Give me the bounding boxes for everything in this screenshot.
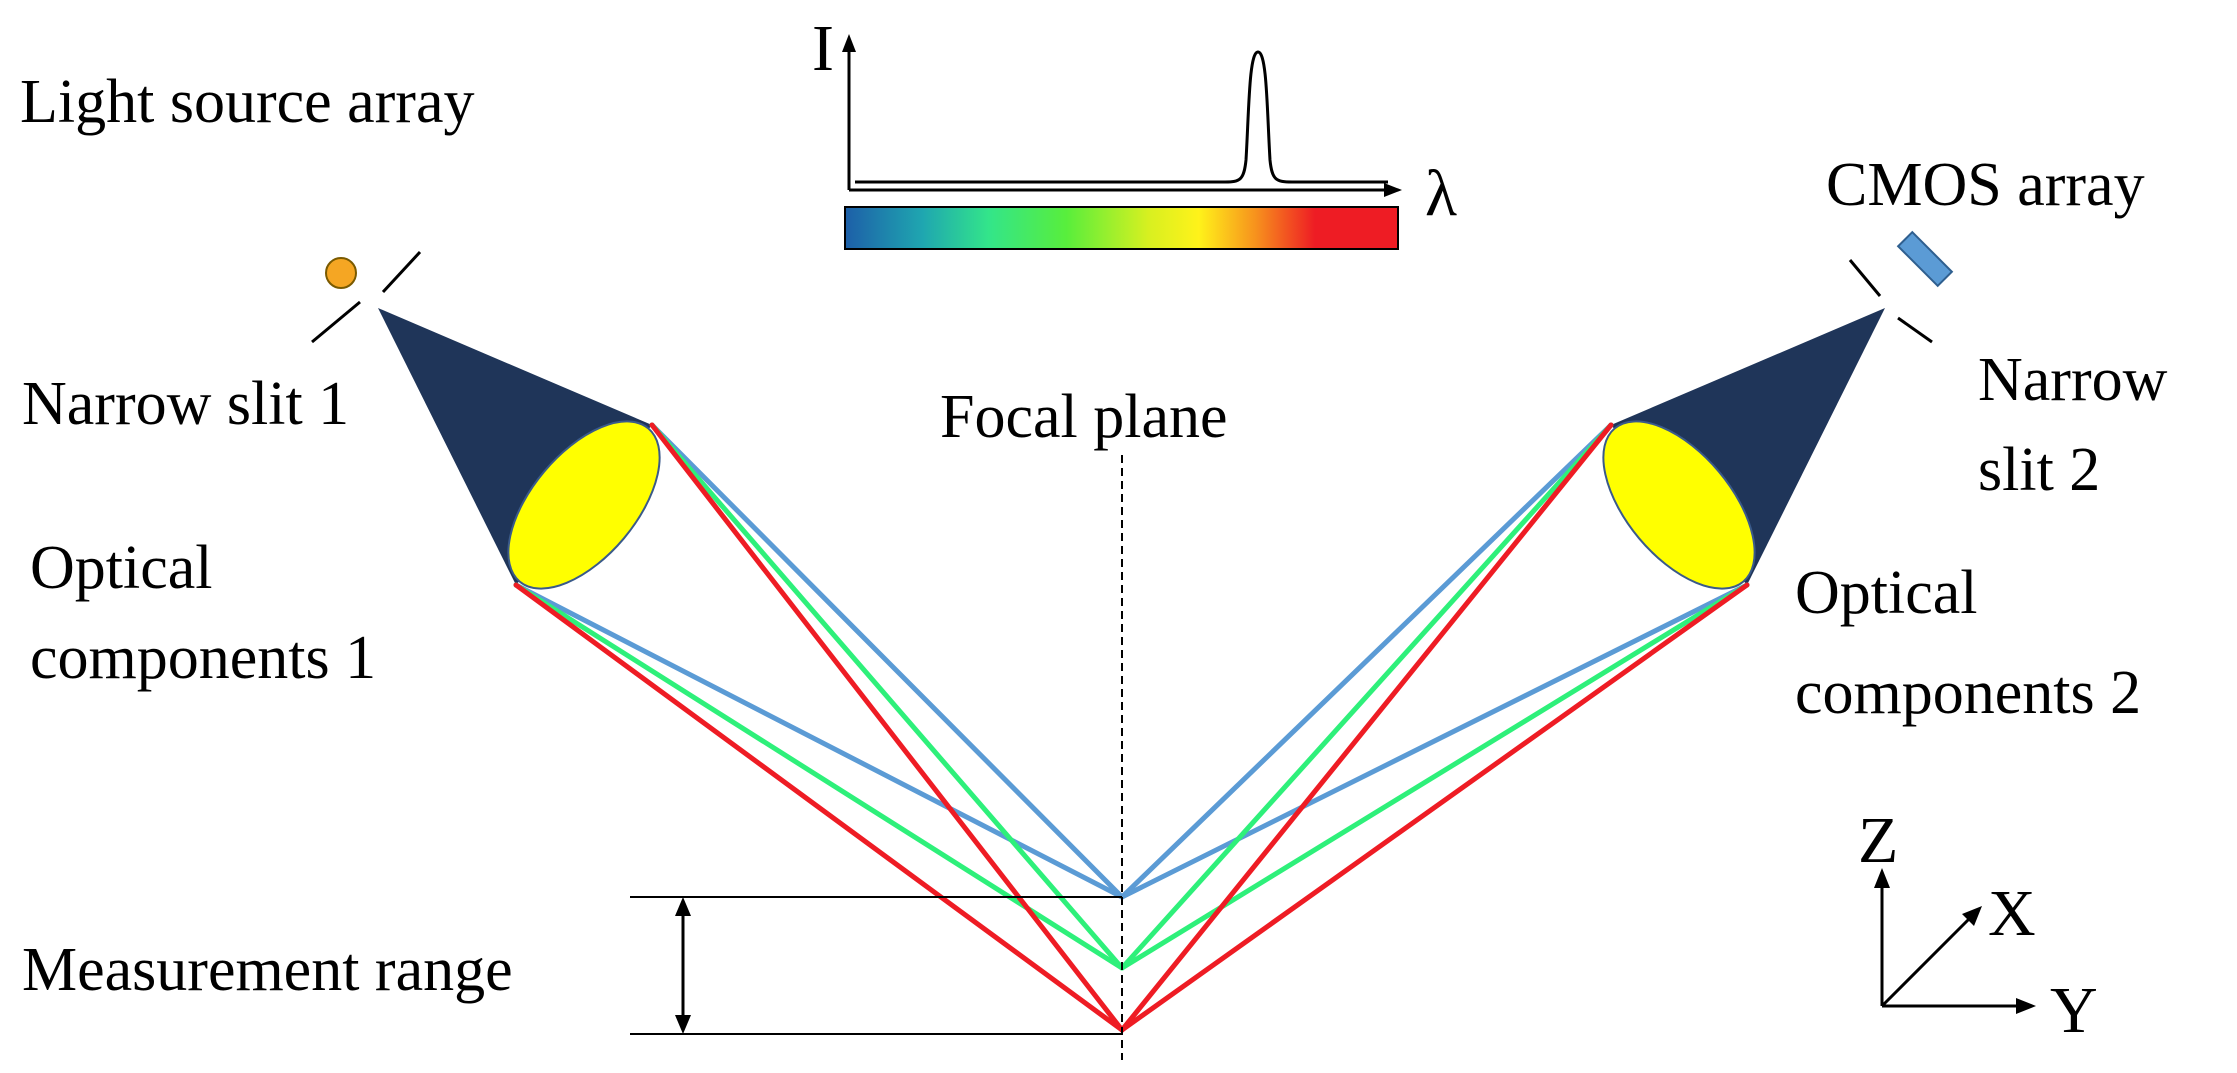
z-axis-arrowhead <box>1874 868 1890 888</box>
narrow-slit-2-label-line1: Narrow <box>1978 346 2168 414</box>
measurement-range-arrowhead-up <box>675 897 691 916</box>
x-axis-line <box>1880 916 1972 1008</box>
spectrum-x-label: λ <box>1425 157 1457 230</box>
ray-blue-left-upper <box>649 422 1125 900</box>
left-lens <box>507 420 661 590</box>
x-axis-arrowhead <box>1962 906 1982 926</box>
light-source-icon <box>325 257 357 289</box>
ray-red-left-upper <box>649 422 1125 1033</box>
narrow-slit-2-label-line2: slit 2 <box>1978 436 2100 504</box>
ray-green-right-upper <box>1119 422 1614 971</box>
z-axis-label: Z <box>1858 804 1898 877</box>
ray-red-right-upper <box>1119 422 1614 1033</box>
optical-components-2-label-line1: Optical <box>1795 559 1978 627</box>
spectrum-inset: I λ <box>812 12 1457 250</box>
spectrum-intensity-curve <box>855 50 1388 184</box>
right-optical-cone <box>1611 308 1885 585</box>
spectrum-y-arrowhead <box>842 34 856 52</box>
narrow-slit-1-upper <box>381 250 422 294</box>
y-axis-arrowhead <box>2016 998 2036 1014</box>
coordinate-axes: Z X Y <box>1858 804 2098 1047</box>
y-axis-label: Y <box>2050 974 2098 1047</box>
optical-components-1-label-line2: components 1 <box>30 624 376 692</box>
ray-green-left-lower <box>513 582 1125 971</box>
narrow-slit-2-upper <box>1848 259 1882 297</box>
ray-blue-right-lower <box>1119 582 1750 900</box>
light-source-array-label: Light source array <box>20 68 474 136</box>
ray-green-left-upper <box>649 422 1125 971</box>
measurement-range-label: Measurement range <box>22 936 513 1004</box>
optical-components-1-label-line1: Optical <box>30 534 213 602</box>
optical-components-2-label-line2: components 2 <box>1795 659 2141 727</box>
ray-blue-right-upper <box>1119 422 1614 900</box>
measurement-range-arrowhead-down <box>675 1015 691 1034</box>
cmos-array-label: CMOS array <box>1826 151 2145 219</box>
spectrum-color-bar <box>844 206 1399 250</box>
focal-plane-label: Focal plane <box>940 383 1228 451</box>
narrow-slit-1-lower <box>311 300 361 344</box>
spectrum-x-arrowhead <box>1384 183 1402 197</box>
narrow-slit-1-label: Narrow slit 1 <box>22 370 349 438</box>
x-axis-label: X <box>1988 877 2036 950</box>
ray-red-left-lower <box>513 582 1125 1033</box>
right-lens <box>1602 420 1756 590</box>
ray-red-right-lower <box>1119 582 1750 1033</box>
left-optical-cone <box>378 308 652 585</box>
cmos-array-icon <box>1896 230 1954 288</box>
narrow-slit-2-lower <box>1897 316 1933 344</box>
spectrum-y-label: I <box>812 12 834 85</box>
ray-blue-left-lower <box>513 582 1125 900</box>
ray-group <box>513 422 1750 1033</box>
